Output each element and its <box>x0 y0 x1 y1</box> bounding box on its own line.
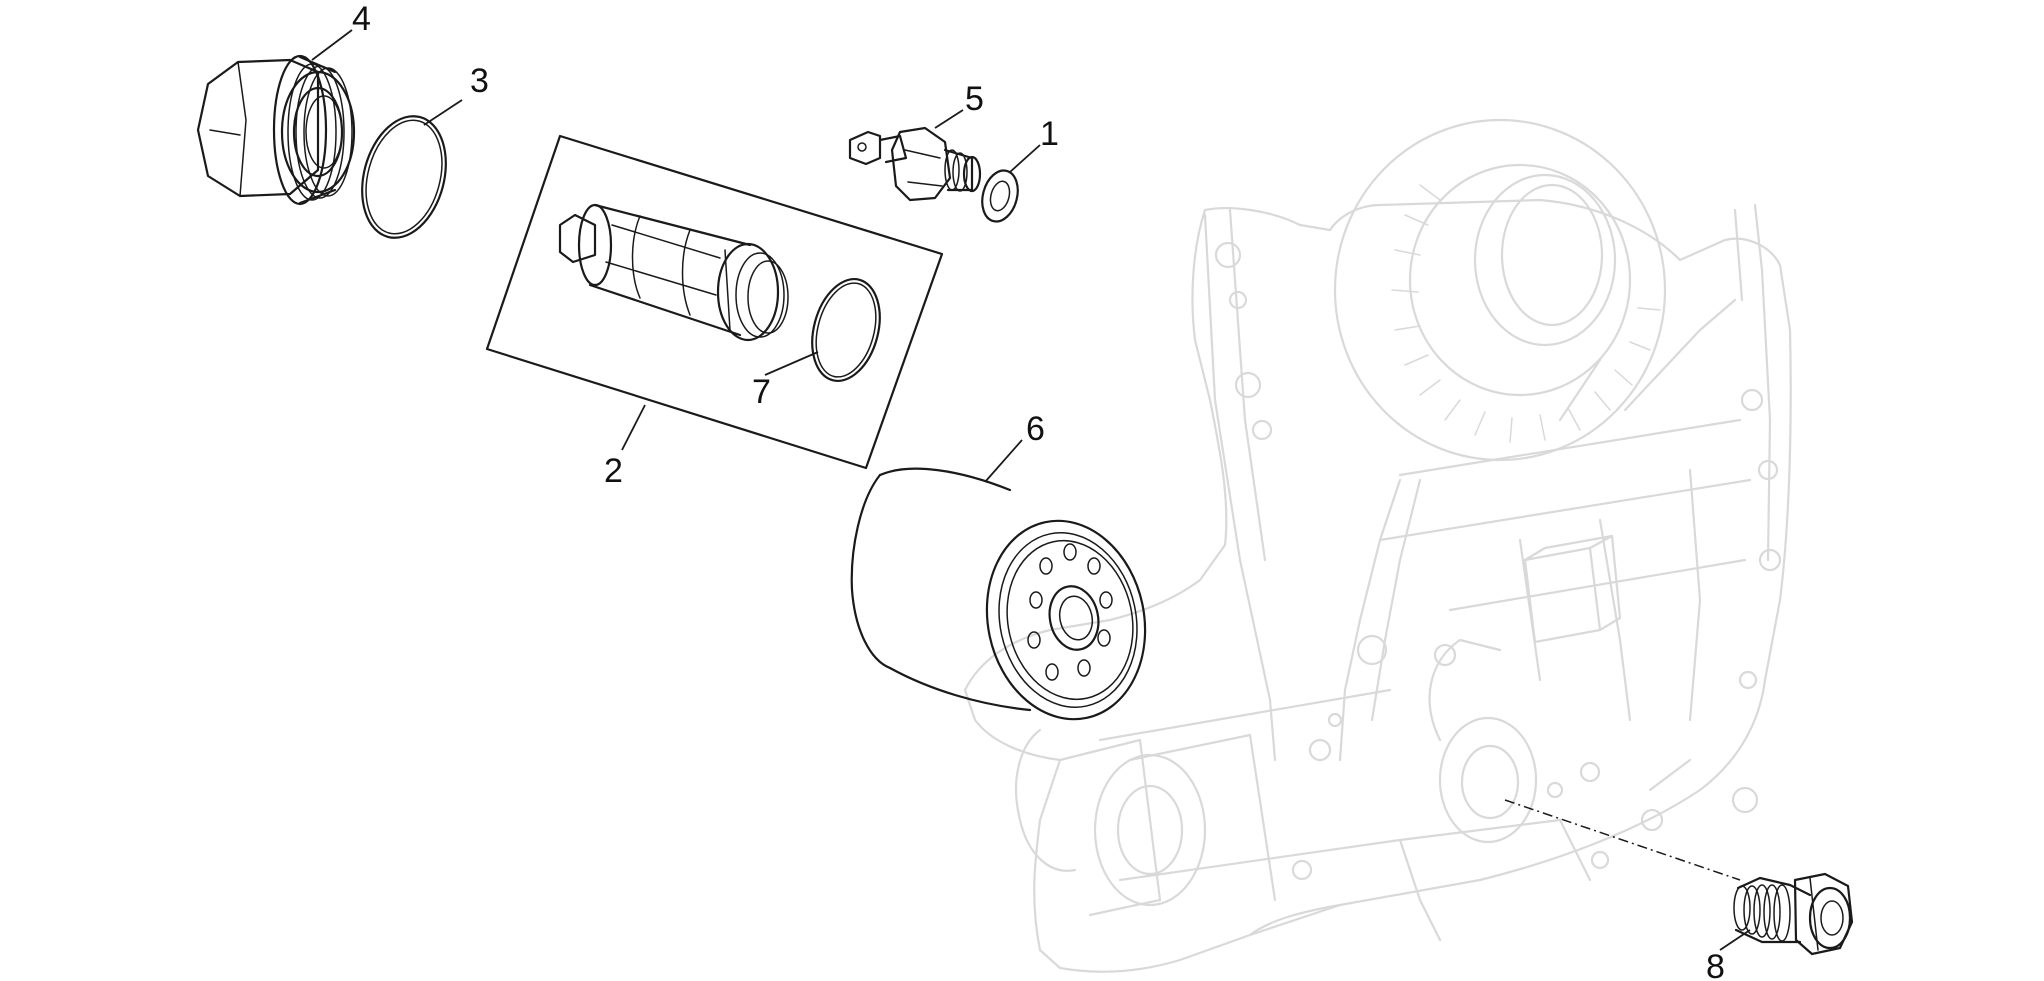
callout-4: 4 <box>352 0 371 38</box>
part-4-filter-cap <box>196 54 356 206</box>
part-7-o-ring <box>811 277 881 383</box>
leader-4 <box>311 29 353 61</box>
filter-holes <box>1027 543 1113 681</box>
strainer-screen <box>558 203 789 342</box>
callout-2: 2 <box>604 452 623 490</box>
leader-lines <box>311 29 1751 951</box>
callout-8: 8 <box>1706 948 1725 981</box>
alignment-axis <box>1504 799 1741 881</box>
callouts: 4 3 5 1 7 2 6 8 <box>352 0 1725 981</box>
part-2-strainer-kit <box>485 134 944 470</box>
part-3-o-ring <box>361 115 447 239</box>
engine-housing <box>963 118 1792 973</box>
callout-5: 5 <box>965 80 984 118</box>
callout-6: 6 <box>1026 410 1045 448</box>
leader-3 <box>423 99 463 126</box>
part-1-washer <box>981 169 1019 223</box>
part-8-drain-plug <box>1733 872 1854 956</box>
leader-6 <box>984 439 1023 483</box>
leader-2 <box>621 404 646 451</box>
callout-3: 3 <box>470 62 489 100</box>
part-5-pressure-switch <box>848 126 982 202</box>
leader-5 <box>934 109 964 129</box>
callout-7: 7 <box>752 373 771 411</box>
bearing-fins <box>1391 184 1661 443</box>
part-6-oil-filter <box>850 467 1147 721</box>
leader-7 <box>764 351 819 376</box>
leader-1 <box>1009 144 1041 173</box>
callout-1: 1 <box>1040 115 1059 153</box>
leader-8 <box>1719 929 1751 951</box>
